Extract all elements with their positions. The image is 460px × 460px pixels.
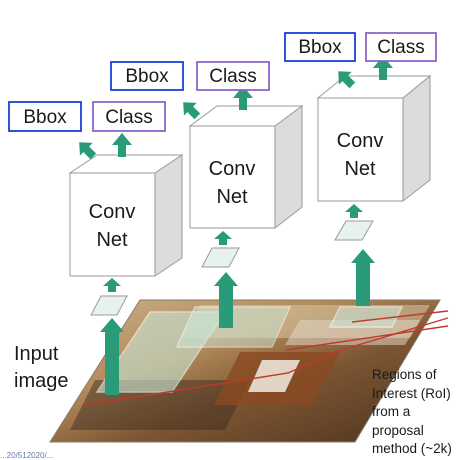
bbox-arrow-3 (338, 71, 356, 89)
conv-net-1: Conv Net (68, 154, 184, 277)
roi-regions (95, 306, 404, 393)
conv-net-2-label-line1: Conv (209, 158, 256, 180)
roi-label-line5: method (~2k) (372, 441, 452, 456)
bbox-box-2: Bbox (110, 61, 184, 91)
roi-region-2 (175, 306, 292, 348)
bbox-box-3: Bbox (284, 32, 356, 62)
bbox-arrow-1 (79, 142, 97, 160)
conv-net-1-label-line2: Net (96, 229, 128, 251)
up-arrow-patch-2 (214, 231, 232, 245)
warped-patch-3 (334, 220, 374, 241)
roi-line-3 (285, 325, 449, 351)
roi-region-3 (328, 306, 404, 328)
class-arrow-2 (233, 86, 253, 110)
up-arrow-patch-1 (103, 278, 121, 292)
roi-pointer-lines (84, 310, 449, 406)
up-arrow-input-2 (214, 272, 238, 328)
roi-label-line2: Interest (RoI) (372, 385, 451, 401)
class-box-1: Class (92, 101, 166, 132)
roi-description: Regions of Interest (RoI) from a proposa… (372, 366, 452, 459)
bbox-label-2: Bbox (125, 66, 169, 87)
conv-net-3-label-line2: Net (344, 158, 376, 180)
warped-patch-1 (90, 295, 128, 316)
warped-patches (90, 220, 374, 316)
class-box-3: Class (365, 32, 437, 62)
up-arrow-input-1 (100, 318, 124, 395)
class-label-2: Class (209, 66, 257, 87)
bbox-label-1: Bbox (23, 107, 67, 128)
input-arrows (100, 249, 375, 395)
roi-label-line1: Regions of (372, 367, 437, 382)
class-label-1: Class (105, 107, 153, 128)
up-arrow-patch-3 (345, 204, 363, 218)
up-arrow-input-3 (351, 249, 375, 306)
conv-net-3: Conv Net (316, 74, 432, 203)
bbox-box-1: Bbox (8, 101, 82, 132)
roi-line-1 (351, 310, 449, 323)
conv-net-3-label-line1: Conv (337, 130, 384, 152)
class-label-3: Class (377, 37, 425, 58)
bbox-label-3: Bbox (298, 37, 342, 58)
footer-url: ...20/512020/... (0, 451, 54, 460)
input-image-label: Input image (14, 341, 68, 395)
bbox-arrow-2 (183, 102, 201, 120)
class-arrow-1 (112, 133, 132, 157)
conv-net-1-label-line1: Conv (89, 201, 136, 223)
roi-label-line4: proposal (372, 422, 424, 438)
patch-arrows (103, 204, 363, 292)
input-label-line1: Input (14, 343, 59, 365)
input-label-line2: image (14, 370, 69, 392)
output-arrows (79, 56, 393, 160)
conv-net-2: Conv Net (188, 105, 304, 230)
class-box-2: Class (196, 61, 270, 91)
class-arrow-3 (373, 56, 393, 80)
conv-net-2-label-line2: Net (216, 186, 248, 208)
roi-label-line3: from a (372, 404, 411, 419)
warped-patch-2 (201, 247, 240, 268)
